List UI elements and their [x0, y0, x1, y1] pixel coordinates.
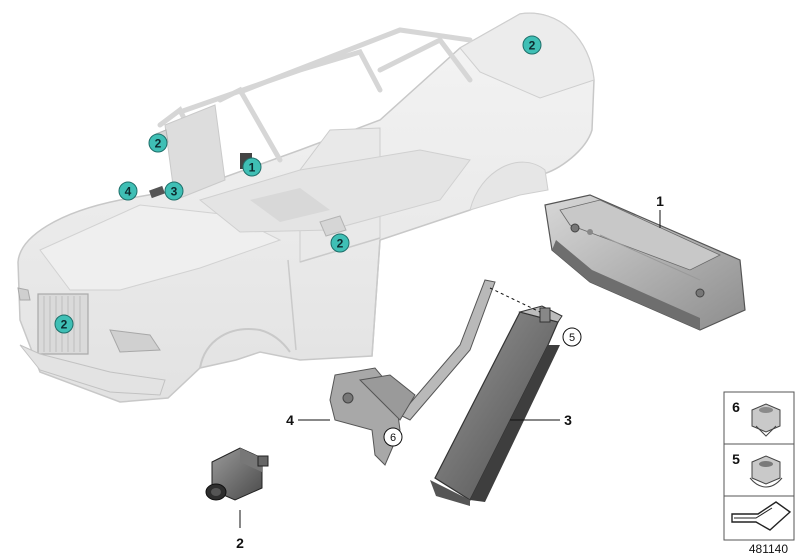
- legend-item-5-nut: 5: [732, 451, 740, 467]
- circled-label-5-text: 5: [569, 332, 575, 344]
- callout-3-windshield-text: 3: [171, 185, 178, 199]
- callout-1-interior-text: 1: [249, 161, 256, 175]
- callout-4-windshield: 4: [118, 181, 138, 201]
- diagram-number: 481140: [748, 542, 788, 556]
- callout-2-mirror-top-text: 2: [155, 137, 162, 151]
- callout-4-windshield-text: 4: [125, 185, 132, 199]
- callout-3-windshield: 3: [164, 181, 184, 201]
- callout-2-mirror-top: 2: [148, 133, 168, 153]
- callout-2-side-mirror-text: 2: [337, 237, 344, 251]
- part-1-control-unit: [544, 194, 746, 331]
- callout-2-grille: 2: [54, 314, 74, 334]
- callout-2-rear: 2: [522, 35, 542, 55]
- part-label-4: 4: [286, 412, 294, 428]
- arrow-icon: [731, 501, 792, 531]
- part-4-bracket: [329, 279, 496, 466]
- callout-2-grille-text: 2: [61, 318, 68, 332]
- circled-label-6-text: 6: [390, 432, 396, 444]
- callout-2-rear-text: 2: [529, 39, 536, 53]
- part-label-3: 3: [564, 412, 572, 428]
- nut-6-icon: [751, 403, 781, 437]
- part-3-module: [430, 305, 563, 506]
- part-label-1: 1: [656, 193, 664, 209]
- legend-item-6-nut: 6: [732, 399, 740, 415]
- nut-5-icon: [749, 455, 783, 488]
- part-label-2: 2: [236, 535, 244, 551]
- callout-1-interior: 1: [242, 157, 262, 177]
- circled-label-6: 6: [383, 427, 403, 447]
- legend-panel: [723, 391, 795, 541]
- circled-label-5: 5: [562, 327, 582, 347]
- callout-2-side-mirror: 2: [330, 233, 350, 253]
- car-body-illustration: [17, 12, 595, 403]
- part-2-sensor: [205, 447, 269, 501]
